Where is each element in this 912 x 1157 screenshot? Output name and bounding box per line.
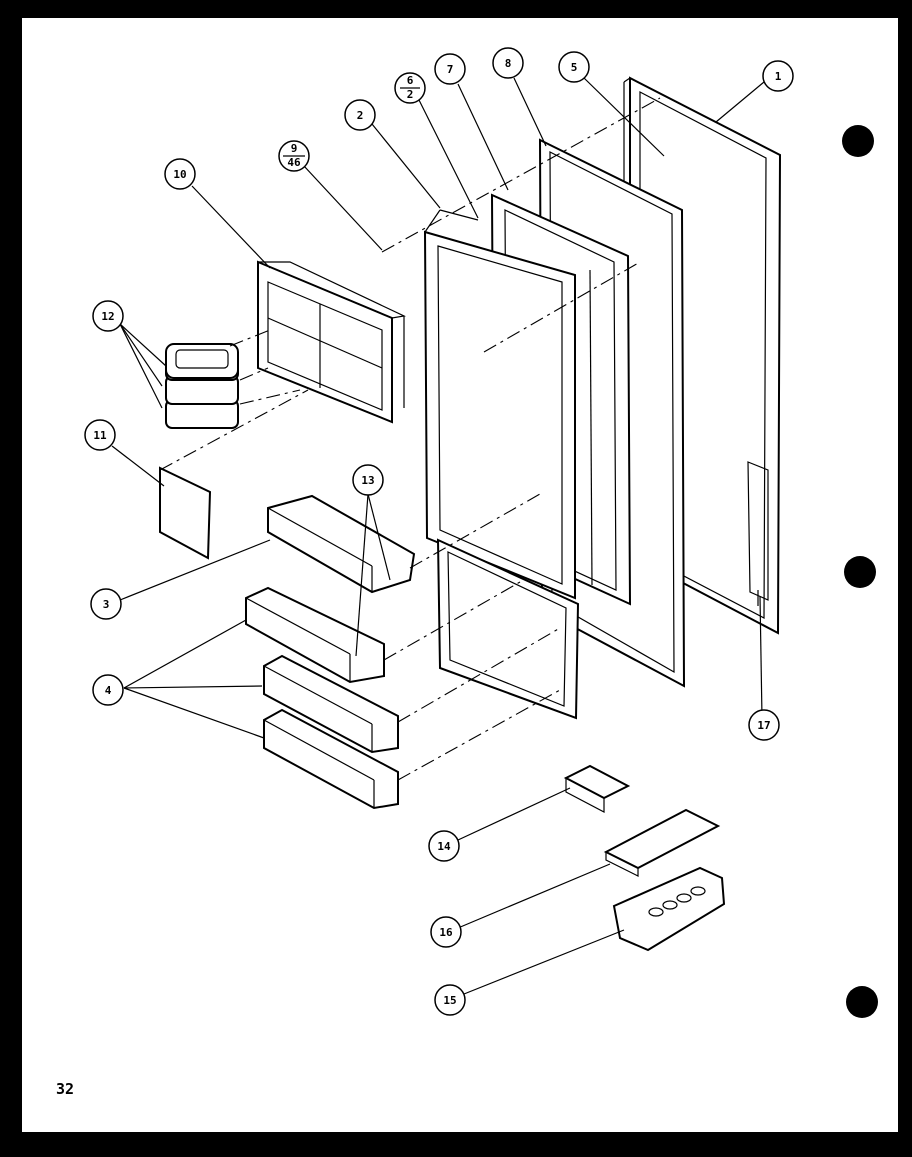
- callout-2: 2: [344, 99, 376, 131]
- callout-14: 14: [428, 830, 460, 862]
- callout-17-label: 17: [757, 719, 770, 732]
- binder-hole-bottom: [846, 986, 878, 1018]
- callout-16: 16: [430, 916, 462, 948]
- part-dairy-bin: [267, 494, 416, 594]
- callout-3-label: 3: [103, 598, 110, 611]
- part-hinge-strip: [747, 461, 769, 606]
- binder-hole-middle: [844, 556, 876, 588]
- callout-4: 4: [92, 674, 124, 706]
- callout-8-label: 8: [505, 57, 512, 70]
- callout-7: 7: [434, 53, 466, 85]
- part-containers: [165, 343, 239, 429]
- page-number: 32: [56, 1080, 75, 1098]
- callout-7-label: 7: [447, 63, 454, 76]
- leader-lines: [111, 77, 765, 995]
- binder-hole-top: [842, 125, 874, 157]
- part-door-liner: [423, 209, 576, 600]
- part-door-shelf-2: [263, 654, 399, 754]
- callout-8: 8: [492, 47, 524, 79]
- part-shelf-frame: [257, 260, 406, 424]
- callout-9-46: 9 46: [278, 140, 310, 172]
- part-tray-lid: [603, 808, 721, 877]
- callout-9-46-top: 9: [291, 142, 298, 155]
- part-door-shelf-1: [245, 586, 385, 684]
- callout-17: 17: [748, 709, 780, 741]
- callout-6-2-bottom: 2: [407, 88, 414, 101]
- scan-edge: [22, 1132, 898, 1138]
- callout-5-label: 5: [571, 61, 578, 74]
- callout-1: 1: [762, 60, 794, 92]
- part-small-tray: [563, 764, 631, 813]
- callout-9-46-bottom: 46: [287, 156, 301, 169]
- callout-15: 15: [434, 984, 466, 1016]
- callout-15-label: 15: [443, 994, 456, 1007]
- callout-11-label: 11: [93, 429, 107, 442]
- callout-12: 12: [92, 300, 124, 332]
- callout-16-label: 16: [439, 926, 453, 939]
- callout-13-label: 13: [361, 474, 374, 487]
- callout-3: 3: [90, 588, 122, 620]
- callout-14-label: 14: [437, 840, 451, 853]
- callout-6-2: 6 2: [394, 72, 426, 104]
- callout-5: 5: [558, 51, 590, 83]
- part-cover-panel: [159, 466, 212, 560]
- part-ice-bin: [612, 866, 726, 952]
- callout-6-2-top: 6: [407, 74, 414, 87]
- part-door-shelf-3: [263, 708, 399, 810]
- callout-4-label: 4: [105, 684, 112, 697]
- callout-12-label: 12: [101, 310, 114, 323]
- part-liner-lower: [436, 538, 580, 720]
- callout-13: 13: [352, 464, 384, 496]
- callout-10: 10: [164, 158, 196, 190]
- callout-2-label: 2: [357, 109, 364, 122]
- alignment-lines: [159, 97, 661, 781]
- callout-10-label: 10: [173, 168, 186, 181]
- callout-11: 11: [84, 419, 116, 451]
- callout-1-label: 1: [775, 70, 782, 83]
